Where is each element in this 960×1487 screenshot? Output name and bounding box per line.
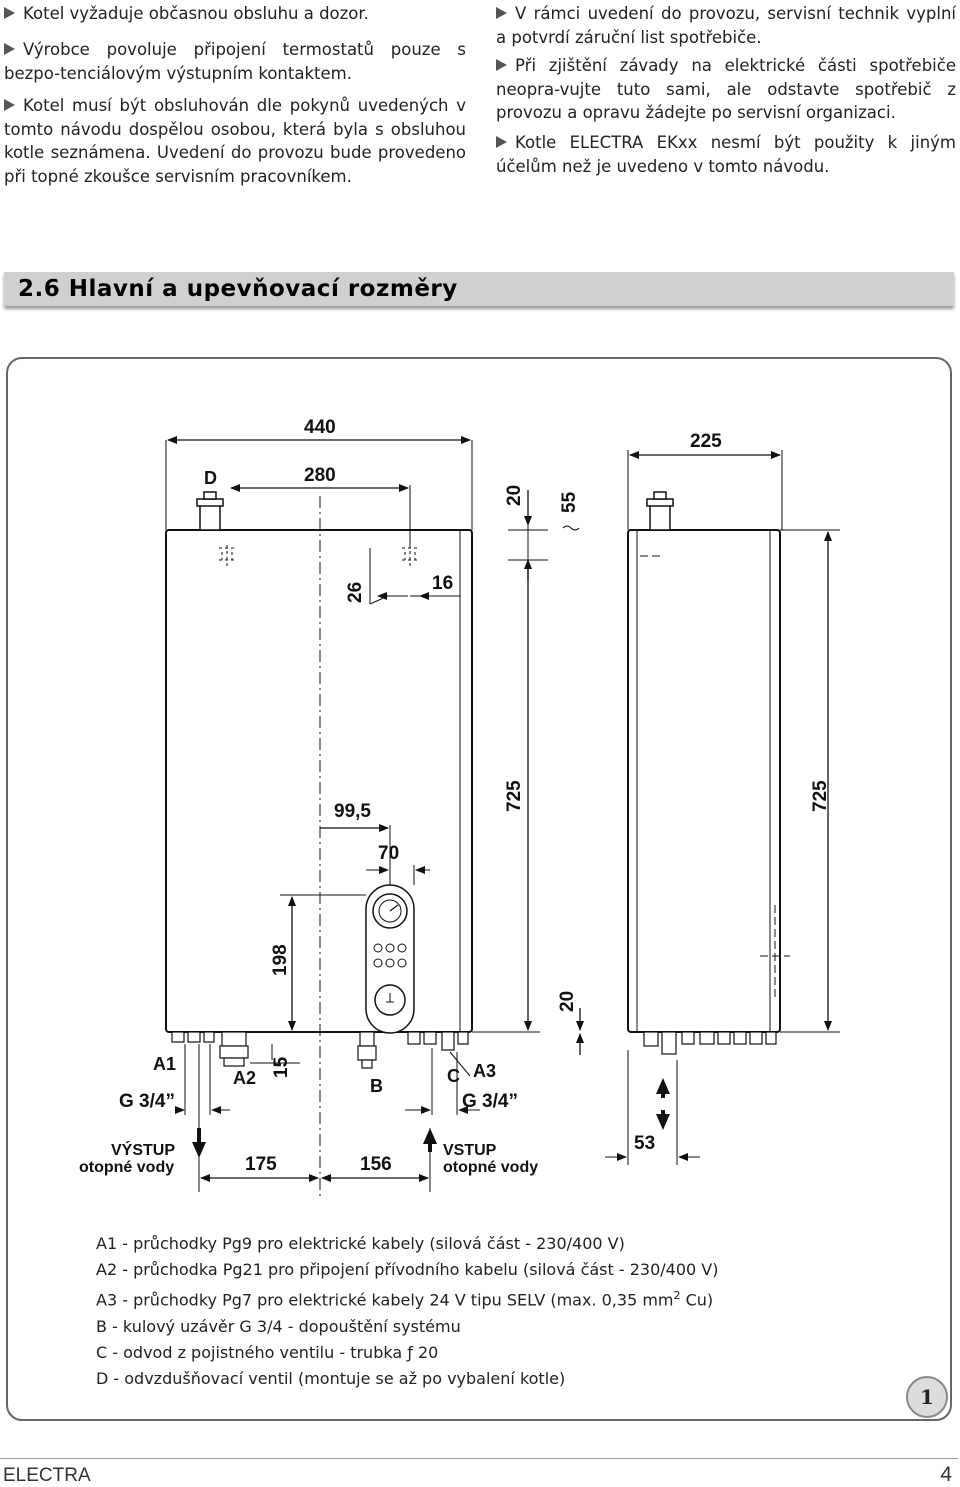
footer-divider	[0, 1458, 958, 1459]
dim-53: 53	[634, 1133, 655, 1154]
dim-20-top: 20	[504, 485, 525, 506]
dim-26: 26	[345, 582, 366, 603]
label-vystup-sub: otopné vody	[79, 1159, 174, 1176]
footer-brand: ELECTRA	[3, 1465, 91, 1486]
bullet-arrow-icon	[496, 7, 507, 19]
dim-198: 198	[270, 944, 291, 976]
dimension-lines	[165, 436, 840, 1192]
bullet-4: V rámci uvedení do provozu, servisní tec…	[496, 4, 956, 47]
label-a2: A2	[233, 1068, 256, 1088]
label-a3: A3	[473, 1061, 496, 1081]
bullet-arrow-icon	[4, 7, 15, 19]
dim-175: 175	[245, 1154, 277, 1175]
dim-156: 156	[360, 1154, 392, 1175]
label-vstup-sub: otopné vody	[443, 1159, 538, 1176]
page-number: 4	[940, 1463, 952, 1486]
dim-55: 55	[559, 491, 580, 513]
label-a1: A1	[153, 1054, 176, 1074]
dim-280: 280	[304, 465, 336, 486]
boiler-side-view	[627, 491, 790, 1055]
bullet-arrow-icon	[496, 136, 507, 148]
bullet-5: Při zjištění závady na elektrické části …	[496, 56, 956, 122]
bullet-1: Kotel vyžaduje občasnou obsluhu a dozor.	[4, 2, 466, 26]
legend-c: C - odvod z pojistného ventilu - trubka …	[96, 1343, 439, 1363]
section-title: 2.6 Hlavní a upevňovací rozměry	[18, 276, 458, 302]
bullet-2: Výrobce povoluje připojení termostatů po…	[4, 40, 466, 83]
legend: A1 - průchodky Pg9 pro elektrické kabely…	[96, 1231, 718, 1393]
dim-725-front: 725	[504, 780, 525, 812]
bullet-6: Kotle ELECTRA EKxx nesmí být použity k j…	[496, 133, 956, 176]
dim-16: 16	[432, 573, 453, 594]
label-g34-left: G 3/4”	[119, 1091, 175, 1112]
legend-d: D - odvzdušňovací ventil (montuje se až …	[96, 1369, 566, 1389]
label-vstup: VSTUP	[443, 1142, 497, 1159]
label-vystup: VÝSTUP	[111, 1140, 175, 1159]
label-c: C	[447, 1066, 460, 1086]
boiler-front-view	[165, 491, 473, 1198]
legend-a1: A1 - průchodky Pg9 pro elektrické kabely…	[96, 1234, 625, 1253]
legend-b: B - kulový uzávěr G 3/4 - dopouštění sys…	[96, 1316, 461, 1336]
bullet-3: Kotel musí být obsluhován dle pokynů uve…	[4, 96, 466, 186]
label-b: B	[370, 1076, 383, 1096]
dim-15: 15	[271, 1056, 292, 1078]
diagram-frame	[6, 357, 952, 1421]
dim-440: 440	[304, 417, 336, 438]
bullet-arrow-icon	[4, 43, 15, 55]
legend-a2: A2 - průchodka Pg21 pro připojení přívod…	[96, 1260, 719, 1280]
label-g34-right: G 3/4”	[462, 1091, 518, 1112]
dim-20-bottom: 20	[557, 991, 578, 1012]
figure-number-badge: 1	[906, 1376, 948, 1418]
dim-70: 70	[378, 843, 399, 864]
section-header: 2.6 Hlavní a upevňovací rozměry	[4, 272, 954, 306]
label-d: D	[204, 468, 217, 488]
dim-99-5: 99,5	[334, 801, 371, 822]
bullet-arrow-icon	[496, 59, 507, 71]
dim-225: 225	[690, 431, 722, 452]
bullet-arrow-icon	[4, 99, 15, 111]
dim-725-side: 725	[810, 780, 831, 812]
legend-a3: A3 - průchodky Pg7 pro elektrické kabely…	[96, 1289, 714, 1310]
